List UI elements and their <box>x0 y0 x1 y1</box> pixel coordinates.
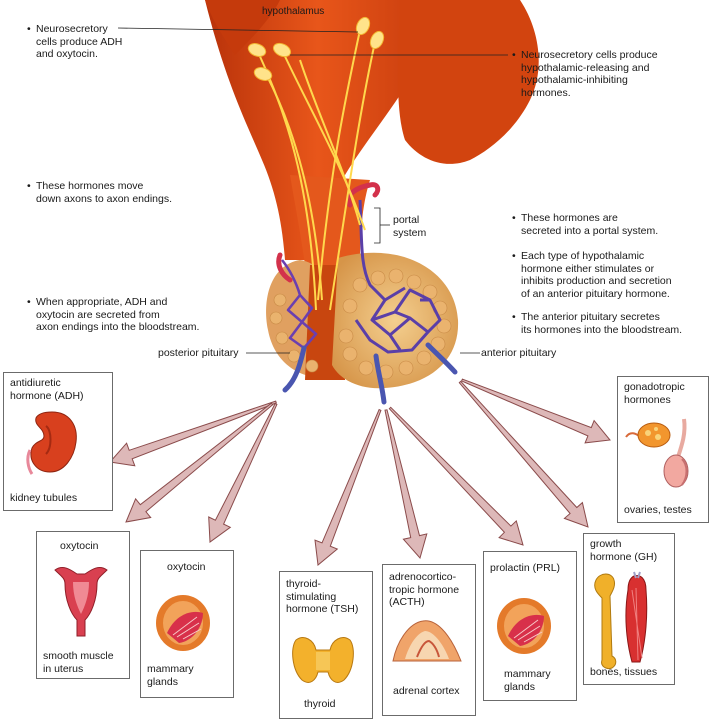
hypothalamus-tissue <box>205 0 455 260</box>
target-label: adrenal cortex <box>393 685 460 697</box>
hormone-label: prolactin (PRL) <box>490 562 561 574</box>
target-box-acth: adrenocortico- tropic hormone (ACTH) adr… <box>382 564 476 716</box>
hormone-label: oxytocin <box>60 540 99 552</box>
target-label: kidney tubules <box>10 492 78 504</box>
anterior-cells <box>269 268 452 380</box>
hormone-label: oxytocin <box>167 561 206 573</box>
arrow-to-acth <box>384 409 428 560</box>
target-box-adh: antidiuretic hormone (ADH) kidney tubule… <box>3 372 113 511</box>
note-anterior-secretion: The anterior pituitary secretes its horm… <box>512 311 682 336</box>
anterior-pituitary-label: anterior pituitary <box>481 347 557 359</box>
portal-artery <box>346 182 381 208</box>
hormone-label: gonadotropic hormones <box>624 381 685 406</box>
anterior-vein-left <box>373 353 387 405</box>
note-stimulate-inhibit: Each type of hypothalamic hormone either… <box>512 250 672 300</box>
hormone-label: adrenocortico- tropic hormone (ACTH) <box>389 571 460 608</box>
note-neurosecretory-adh: Neurosecretory cells produce ADH and oxy… <box>27 23 122 61</box>
note-axon-transport: These hormones move down axons to axon e… <box>27 180 172 205</box>
arrow-to-adh <box>109 400 277 467</box>
leader-lines <box>117 27 508 354</box>
anterior-vein-right <box>425 342 458 375</box>
posterior-capillary-network <box>280 259 318 350</box>
arrow-to-uterus <box>125 402 274 523</box>
hormone-label: antidiuretic hormone (ADH) <box>10 377 84 402</box>
arrow-to-prl <box>388 406 524 546</box>
note-posterior-secretion: When appropriate, ADH and oxytocin are s… <box>27 296 199 334</box>
neurosecretory-cell-bodies <box>247 16 385 81</box>
ovary-testis-icon <box>625 418 689 488</box>
target-box-oxytocin-mammary: oxytocin mammary glands <box>140 550 234 698</box>
hormone-label: growth hormone (GH) <box>590 538 658 563</box>
target-label: smooth muscle in uterus <box>43 650 114 675</box>
target-box-gh: growth hormone (GH) bones, tissues <box>583 533 675 685</box>
note-releasing-hormones: Neurosecretory cells produce hypothalami… <box>512 49 658 99</box>
uterus-icon <box>54 567 108 637</box>
target-label: ovaries, testes <box>624 504 692 516</box>
neurosecretory-axons <box>257 29 376 311</box>
posterior-artery <box>276 252 293 283</box>
arrow-to-tsh <box>314 408 382 566</box>
target-label: mammary glands <box>147 663 194 688</box>
mammary-gland-icon <box>497 598 551 654</box>
target-box-gonadotropic: gonadotropic hormones ovaries, testes <box>617 376 709 523</box>
arrow-to-gh <box>458 380 589 528</box>
portal-system-label: portal system <box>393 214 427 239</box>
hypothalamus-lobe-right <box>397 0 539 164</box>
posterior-vein <box>282 345 307 393</box>
adrenal-gland-icon <box>392 620 462 662</box>
target-label: bones, tissues <box>590 666 658 678</box>
note-portal-system: These hormones are secreted into a porta… <box>512 212 658 237</box>
thyroid-icon <box>292 637 354 683</box>
anterior-capillary-network <box>354 199 442 354</box>
target-box-tsh: thyroid- stimulating hormone (TSH) thyro… <box>279 571 373 719</box>
mammary-gland-icon <box>156 595 210 651</box>
target-box-prl: prolactin (PRL) mammary glands <box>483 551 577 701</box>
arrow-to-mammary <box>208 402 278 543</box>
hormone-label: thyroid- stimulating hormone (TSH) <box>286 578 359 615</box>
hypothalamus-lobe-left <box>205 0 280 55</box>
target-label: thyroid <box>304 698 336 710</box>
posterior-pituitary-label: posterior pituitary <box>158 347 239 359</box>
arrow-to-gonadotropic <box>460 378 611 444</box>
bone-muscle-icon <box>594 571 648 669</box>
target-label: mammary glands <box>504 668 551 693</box>
kidney-icon <box>26 411 77 475</box>
target-box-oxytocin-uterus: oxytocin smooth muscle in uterus <box>36 531 130 679</box>
hormone-arrows <box>109 378 611 566</box>
hypothalamus-label: hypothalamus <box>262 6 325 17</box>
